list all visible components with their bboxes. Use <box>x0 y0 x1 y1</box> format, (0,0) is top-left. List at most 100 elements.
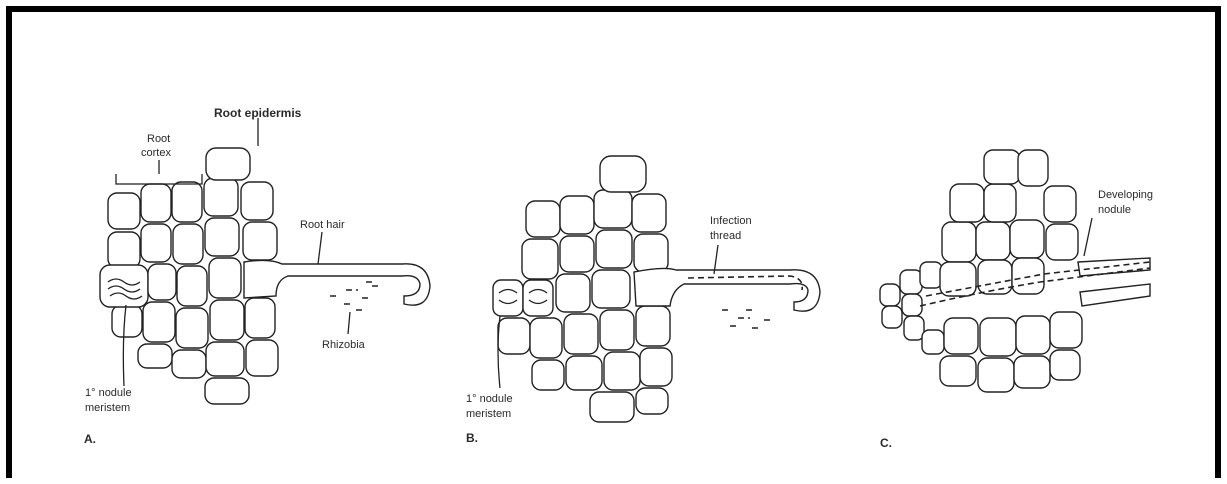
cortex-cell <box>141 184 171 222</box>
nodule-meristem-cell <box>100 265 148 307</box>
cortex-cell <box>940 262 976 296</box>
label-meristem-b-line1: 1° nodule <box>466 393 513 405</box>
epidermis-cell <box>636 306 670 346</box>
label-developing-line1: Developing <box>1098 189 1153 201</box>
cortex-cell <box>600 310 634 350</box>
label-rhizobia: Rhizobia <box>322 339 366 351</box>
rhizobia-bacteria <box>722 310 772 328</box>
nodule-cell <box>904 316 924 340</box>
epidermis-cell <box>1050 350 1080 380</box>
panel-b: Infection thread 1° nodule meristem B. <box>466 156 820 445</box>
cortex-cell <box>604 352 640 390</box>
cortex-cell <box>596 230 632 268</box>
epidermis-cell <box>206 148 250 180</box>
cortex-cell <box>950 184 984 222</box>
panel-b-letter: B. <box>466 431 478 445</box>
cortex-cell <box>976 222 1010 260</box>
cortex-cell <box>532 360 564 390</box>
panel-a-cells <box>100 148 430 404</box>
label-root-hair: Root hair <box>300 219 345 231</box>
cortex-cell <box>522 239 558 279</box>
nodule-cell <box>882 306 902 328</box>
cortex-cell <box>980 318 1016 356</box>
cortex-cell <box>594 190 632 228</box>
cortex-cell <box>1012 258 1044 294</box>
cortex-cell <box>564 314 598 354</box>
cortex-cell <box>944 318 978 354</box>
cortex-cell <box>942 222 976 262</box>
panel-c-cells <box>880 150 1150 392</box>
cortex-cell <box>112 305 142 337</box>
epidermis-cell <box>1046 224 1078 260</box>
epidermis-cell <box>1044 186 1076 222</box>
panel-a: Root epidermis Root cortex Root hair Rhi… <box>84 106 430 446</box>
root-hair-cell <box>634 268 820 311</box>
epidermis-cell <box>204 178 238 216</box>
label-infection-line1: Infection <box>710 215 752 227</box>
rhizobia-leader <box>348 312 350 334</box>
label-infection-line2: thread <box>710 230 741 242</box>
cortex-cell <box>498 318 530 354</box>
cortex-cell <box>138 344 172 368</box>
nodule-meristem-cell <box>523 280 553 316</box>
cortex-cell <box>592 270 630 308</box>
cortex-cell <box>108 232 140 268</box>
cortex-cell <box>560 196 594 234</box>
label-root-epidermis: Root epidermis <box>214 106 302 120</box>
nodule-cell <box>922 330 944 354</box>
root-hair-cell <box>244 260 430 305</box>
cortex-cell <box>108 193 140 229</box>
cortex-cell <box>556 274 590 312</box>
nodule-meristem-cell <box>493 280 523 316</box>
cortex-cell <box>984 184 1016 222</box>
cortex-cell <box>566 356 602 390</box>
panel-c: Developing nodule C. <box>880 150 1153 450</box>
cortex-cell <box>1014 356 1050 388</box>
cortex-cell <box>530 318 562 358</box>
epidermis-cell <box>1018 150 1048 186</box>
cortex-cell <box>173 224 203 264</box>
epidermis-cell <box>245 298 275 338</box>
rhizobia-bacteria <box>330 282 382 310</box>
cortex-cell <box>148 264 176 300</box>
panel-a-letter: A. <box>84 432 96 446</box>
label-root-cortex-line1: Root <box>147 133 170 145</box>
cortex-cell <box>172 182 202 222</box>
label-meristem-a-line1: 1° nodule <box>85 387 132 399</box>
label-developing-line2: nodule <box>1098 204 1131 216</box>
nodule-cell <box>900 270 922 294</box>
label-root-cortex-line2: cortex <box>141 147 171 159</box>
epidermis-cell <box>243 222 277 260</box>
root-hair-leader <box>318 232 322 264</box>
epidermis-cell <box>634 234 668 272</box>
epidermis-cell <box>600 156 646 192</box>
nodule-cell <box>920 262 942 288</box>
nodule-cell <box>880 284 900 306</box>
epidermis-cell <box>241 182 273 220</box>
epidermis-cell <box>205 218 239 256</box>
cortex-cell <box>143 302 175 342</box>
epidermis-cell <box>209 258 241 298</box>
epidermis-cell <box>640 348 672 386</box>
cortex-cell <box>172 350 206 378</box>
root-hair-cell <box>1078 258 1150 306</box>
label-meristem-a-line2: meristem <box>85 402 130 414</box>
developing-nodule-leader <box>1084 218 1092 256</box>
panel-c-letter: C. <box>880 436 892 450</box>
epidermis-cell <box>984 150 1020 184</box>
cortex-cell <box>176 308 208 348</box>
cortex-cell <box>978 260 1012 294</box>
nodule-cell <box>902 294 922 316</box>
cortex-cell <box>177 266 207 306</box>
epidermis-cell <box>206 342 244 376</box>
epidermis-cell <box>1050 312 1082 348</box>
epidermis-cell <box>205 378 249 404</box>
cortex-cell <box>1016 316 1050 354</box>
cortex-cell <box>1010 220 1044 258</box>
panel-b-cells <box>493 156 820 422</box>
cortex-cell <box>560 236 594 272</box>
cortex-cell <box>978 358 1014 392</box>
cortex-cell <box>590 392 634 422</box>
cortex-cell <box>526 201 560 237</box>
